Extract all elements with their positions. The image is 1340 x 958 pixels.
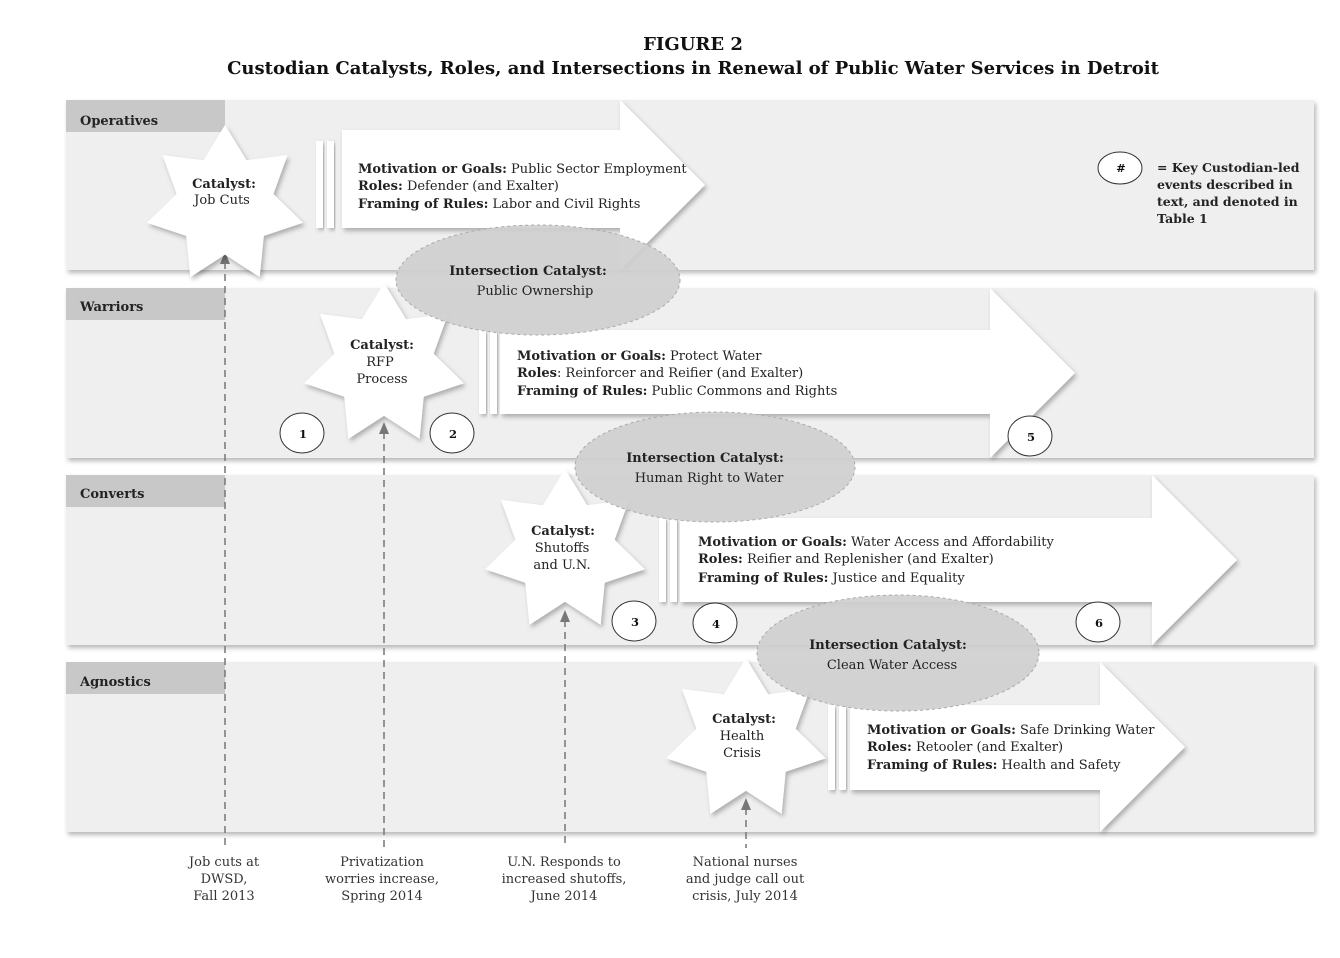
arrow-shape [680, 475, 1237, 645]
arrow-stripe [670, 518, 677, 602]
event-marker-number: 1 [299, 427, 307, 441]
goal-arrow-converts: Motivation or Goals: Water Access and Af… [659, 475, 1237, 645]
timeline-arrowheads [220, 252, 751, 810]
lane-tab [66, 288, 225, 320]
lane-tab [66, 662, 225, 694]
event-marker-number: 5 [1027, 430, 1035, 444]
intersection-ellipse [574, 411, 856, 523]
goal-roles: Roles: Reifier and Replenisher (and Exal… [698, 552, 994, 567]
catalyst-value: Process [356, 372, 407, 387]
event-marker-4 [692, 602, 738, 644]
intersection-value: Human Right to Water [635, 471, 784, 486]
lane-label: Agnostics [79, 675, 151, 690]
intersection-label: Intersection Catalyst: [809, 638, 967, 653]
lane-label: Warriors [79, 300, 143, 315]
catalyst-star-shutoffs: Catalyst: Shutoffs and U.N. [485, 469, 645, 625]
event-marker-number: 3 [631, 615, 639, 629]
goal-framing: Framing of Rules: Public Commons and Rig… [517, 384, 837, 399]
arrowhead [741, 798, 751, 810]
star-shape [304, 283, 464, 439]
catalyst-value: Health [720, 729, 765, 744]
arrow-stripe [828, 705, 835, 790]
catalyst-value: RFP [366, 355, 394, 370]
arrowhead [220, 252, 230, 264]
figure-number: FIGURE 2 [643, 34, 743, 55]
goal-framing: Framing of Rules: Health and Safety [867, 758, 1121, 773]
arrow-stripe [659, 518, 666, 602]
intersection-label: Intersection Catalyst: [449, 264, 607, 279]
lane-label: Operatives [80, 114, 158, 129]
timeline-lines [224, 262, 747, 848]
goal-motivation: Motivation or Goals: Public Sector Emplo… [358, 162, 687, 177]
lane-tab [66, 475, 225, 507]
goal-framing: Framing of Rules: Labor and Civil Rights [358, 197, 640, 212]
star-shape [147, 125, 303, 278]
arrow-stripe [479, 330, 486, 414]
intersection-ellipse [395, 224, 681, 336]
catalyst-star-job-cuts: Catalyst: Job Cuts [147, 125, 303, 278]
event-marker-6 [1075, 601, 1121, 643]
catalyst-value: Crisis [723, 746, 761, 761]
catalyst-value: Shutoffs [535, 541, 590, 556]
legend-symbol-text: # [1116, 161, 1126, 175]
catalyst-label: Catalyst: [192, 177, 256, 192]
goal-motivation: Motivation or Goals: Protect Water [517, 349, 762, 364]
arrow-shape [850, 662, 1185, 832]
timeline-label: U.N. Responds to increased shutoffs, Jun… [501, 855, 627, 904]
event-marker-3 [611, 600, 657, 642]
legend-symbol [1097, 151, 1143, 185]
event-marker-number: 2 [449, 427, 457, 441]
catalyst-value: and U.N. [533, 558, 590, 573]
intersection-value: Clean Water Access [827, 658, 957, 673]
arrowhead [379, 422, 389, 434]
intersection-clean-water: Intersection Catalyst: Clean Water Acces… [756, 594, 1040, 712]
goal-arrow-agnostics: Motivation or Goals: Safe Drinking Water… [828, 662, 1185, 832]
event-marker-number: 6 [1095, 616, 1103, 630]
arrow-shape [500, 288, 1075, 458]
intersection-label: Intersection Catalyst: [626, 451, 784, 466]
event-marker-5 [1007, 415, 1053, 457]
catalyst-star-rfp: Catalyst: RFP Process [304, 283, 464, 439]
arrow-stripe [327, 141, 334, 228]
intersection-ellipse [756, 594, 1040, 712]
timeline-label: Job cuts at DWSD, Fall 2013 [188, 855, 260, 904]
goal-motivation: Motivation or Goals: Safe Drinking Water [867, 723, 1155, 738]
timeline-label: Privatization worries increase, Spring 2… [324, 855, 439, 904]
catalyst-star-health: Catalyst: Health Crisis [666, 658, 826, 814]
legend-text: = Key Custodian-led events described in … [1157, 160, 1300, 226]
catalyst-label: Catalyst: [712, 712, 776, 727]
event-marker-number: 4 [712, 617, 720, 631]
goal-arrow-warriors: Motivation or Goals: Protect Water Roles… [479, 288, 1075, 458]
figure-title: Custodian Catalysts, Roles, and Intersec… [227, 58, 1159, 79]
goal-roles: Roles: Reinforcer and Reifier (and Exalt… [517, 366, 803, 381]
arrowhead [560, 610, 570, 622]
catalyst-label: Catalyst: [531, 524, 595, 539]
star-shape [485, 469, 645, 625]
star-shape [666, 658, 826, 814]
arrow-stripe [316, 141, 323, 228]
goal-arrow-operatives: Motivation or Goals: Public Sector Emplo… [316, 100, 705, 270]
intersection-public-ownership: Intersection Catalyst: Public Ownership [395, 224, 681, 336]
catalyst-value: Job Cuts [192, 193, 250, 208]
arrow-stripe [839, 705, 846, 790]
event-marker-2 [429, 412, 475, 454]
intersection-human-right: Intersection Catalyst: Human Right to Wa… [574, 411, 856, 523]
arrow-shape [342, 100, 705, 270]
goal-roles: Roles: Defender (and Exalter) [358, 179, 559, 194]
arrow-stripe [490, 330, 497, 414]
lane-tab [66, 100, 225, 132]
intersection-value: Public Ownership [477, 284, 594, 299]
goal-framing: Framing of Rules: Justice and Equality [698, 571, 965, 586]
event-markers [279, 412, 1121, 644]
goal-motivation: Motivation or Goals: Water Access and Af… [698, 535, 1054, 550]
goal-roles: Roles: Retooler (and Exalter) [867, 740, 1063, 755]
event-marker-1 [279, 412, 325, 454]
timeline-label: National nurses and judge call out crisi… [685, 855, 805, 904]
lane-label: Converts [80, 487, 144, 502]
catalyst-label: Catalyst: [350, 338, 414, 353]
